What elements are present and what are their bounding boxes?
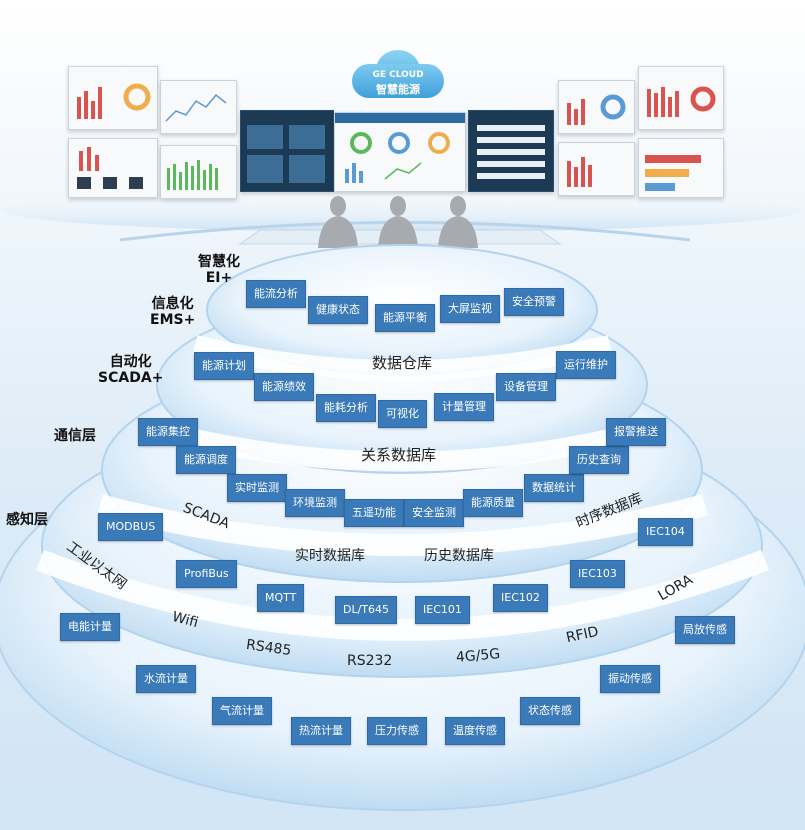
chip-iec103[interactable]: IEC103 [570,560,625,588]
chip-temperature-sensor[interactable]: 温度传感 [445,717,505,745]
layer-title-comm: 通信层 [54,428,96,444]
chip-alarm-push[interactable]: 报警推送 [606,418,666,446]
operators [318,196,478,248]
chip-equipment-management[interactable]: 设备管理 [496,373,556,401]
dashboard-screen [638,66,724,130]
dashboard-screen [160,145,237,199]
chip-electric-metering[interactable]: 电能计量 [60,613,120,641]
chip-gas-metering[interactable]: 气流计量 [212,697,272,725]
chip-safety-warning[interactable]: 安全预警 [504,288,564,316]
chip-centralized-control[interactable]: 能源集控 [138,418,198,446]
chip-dlt645[interactable]: DL/T645 [335,596,398,624]
chip-big-screen[interactable]: 大屏监视 [440,295,500,323]
dashboard-screen [334,112,466,192]
base-data-warehouse: 数据仓库 [372,354,433,372]
chip-partial-discharge-sensor[interactable]: 局放传感 [675,616,735,644]
chip-data-statistics[interactable]: 数据统计 [524,474,584,502]
chip-vibration-sensor[interactable]: 振动传感 [600,665,660,693]
chip-energy-quality[interactable]: 能源质量 [463,489,523,517]
chip-safety-monitoring[interactable]: 安全监测 [404,499,464,527]
chip-mqtt[interactable]: MQTT [257,584,305,612]
dashboard-screen [468,110,554,192]
chip-realtime-monitoring[interactable]: 实时监测 [227,474,287,502]
bottom-label-rs232: RS232 [347,653,393,669]
cloud-logo-title: 智慧能源 [376,83,420,96]
cloud-logo: GE CLOUD 智慧能源 [352,50,444,98]
chip-iec101[interactable]: IEC101 [415,596,470,624]
dashboard-screen [160,80,237,134]
chip-environment-monitoring[interactable]: 环境监测 [285,489,345,517]
cloud-logo-text: GE CLOUD [372,70,424,80]
chip-energy-plan[interactable]: 能源计划 [194,352,254,380]
dashboard-screen [68,138,158,198]
base-history-db: 历史数据库 [424,548,494,564]
chip-history-query[interactable]: 历史查询 [569,446,629,474]
chip-pressure-sensor[interactable]: 压力传感 [367,717,427,745]
dashboard-screen [68,66,158,130]
chip-consumption-analysis[interactable]: 能耗分析 [316,394,376,422]
chip-heat-metering[interactable]: 热流计量 [291,717,351,745]
layer-title-sense: 感知层 [6,512,48,528]
dashboard-screen [558,80,635,134]
chip-balance[interactable]: 能源平衡 [375,304,435,332]
dashboard-screen [638,138,724,198]
chip-dispatch[interactable]: 能源调度 [176,446,236,474]
chip-health[interactable]: 健康状态 [308,296,368,324]
base-relational-db: 关系数据库 [361,446,437,464]
chip-operation-maintenance[interactable]: 运行维护 [556,351,616,379]
base-realtime-db: 实时数据库 [295,548,365,564]
chip-iec102[interactable]: IEC102 [493,584,548,612]
chip-water-metering[interactable]: 水流计量 [136,665,196,693]
dashboard-screen [240,110,334,192]
chip-modbus[interactable]: MODBUS [98,513,164,541]
chip-status-sensor[interactable]: 状态传感 [520,697,580,725]
chip-energy-performance[interactable]: 能源绩效 [254,373,314,401]
chip-energy-flow[interactable]: 能流分析 [246,280,306,308]
chip-iec104[interactable]: IEC104 [638,518,693,546]
chip-five-remote[interactable]: 五遥功能 [344,499,404,527]
chip-metering-management[interactable]: 计量管理 [434,393,494,421]
chip-profibus[interactable]: ProfiBus [176,560,237,588]
chip-visualization[interactable]: 可视化 [378,400,427,428]
dashboard-screen [558,142,635,196]
